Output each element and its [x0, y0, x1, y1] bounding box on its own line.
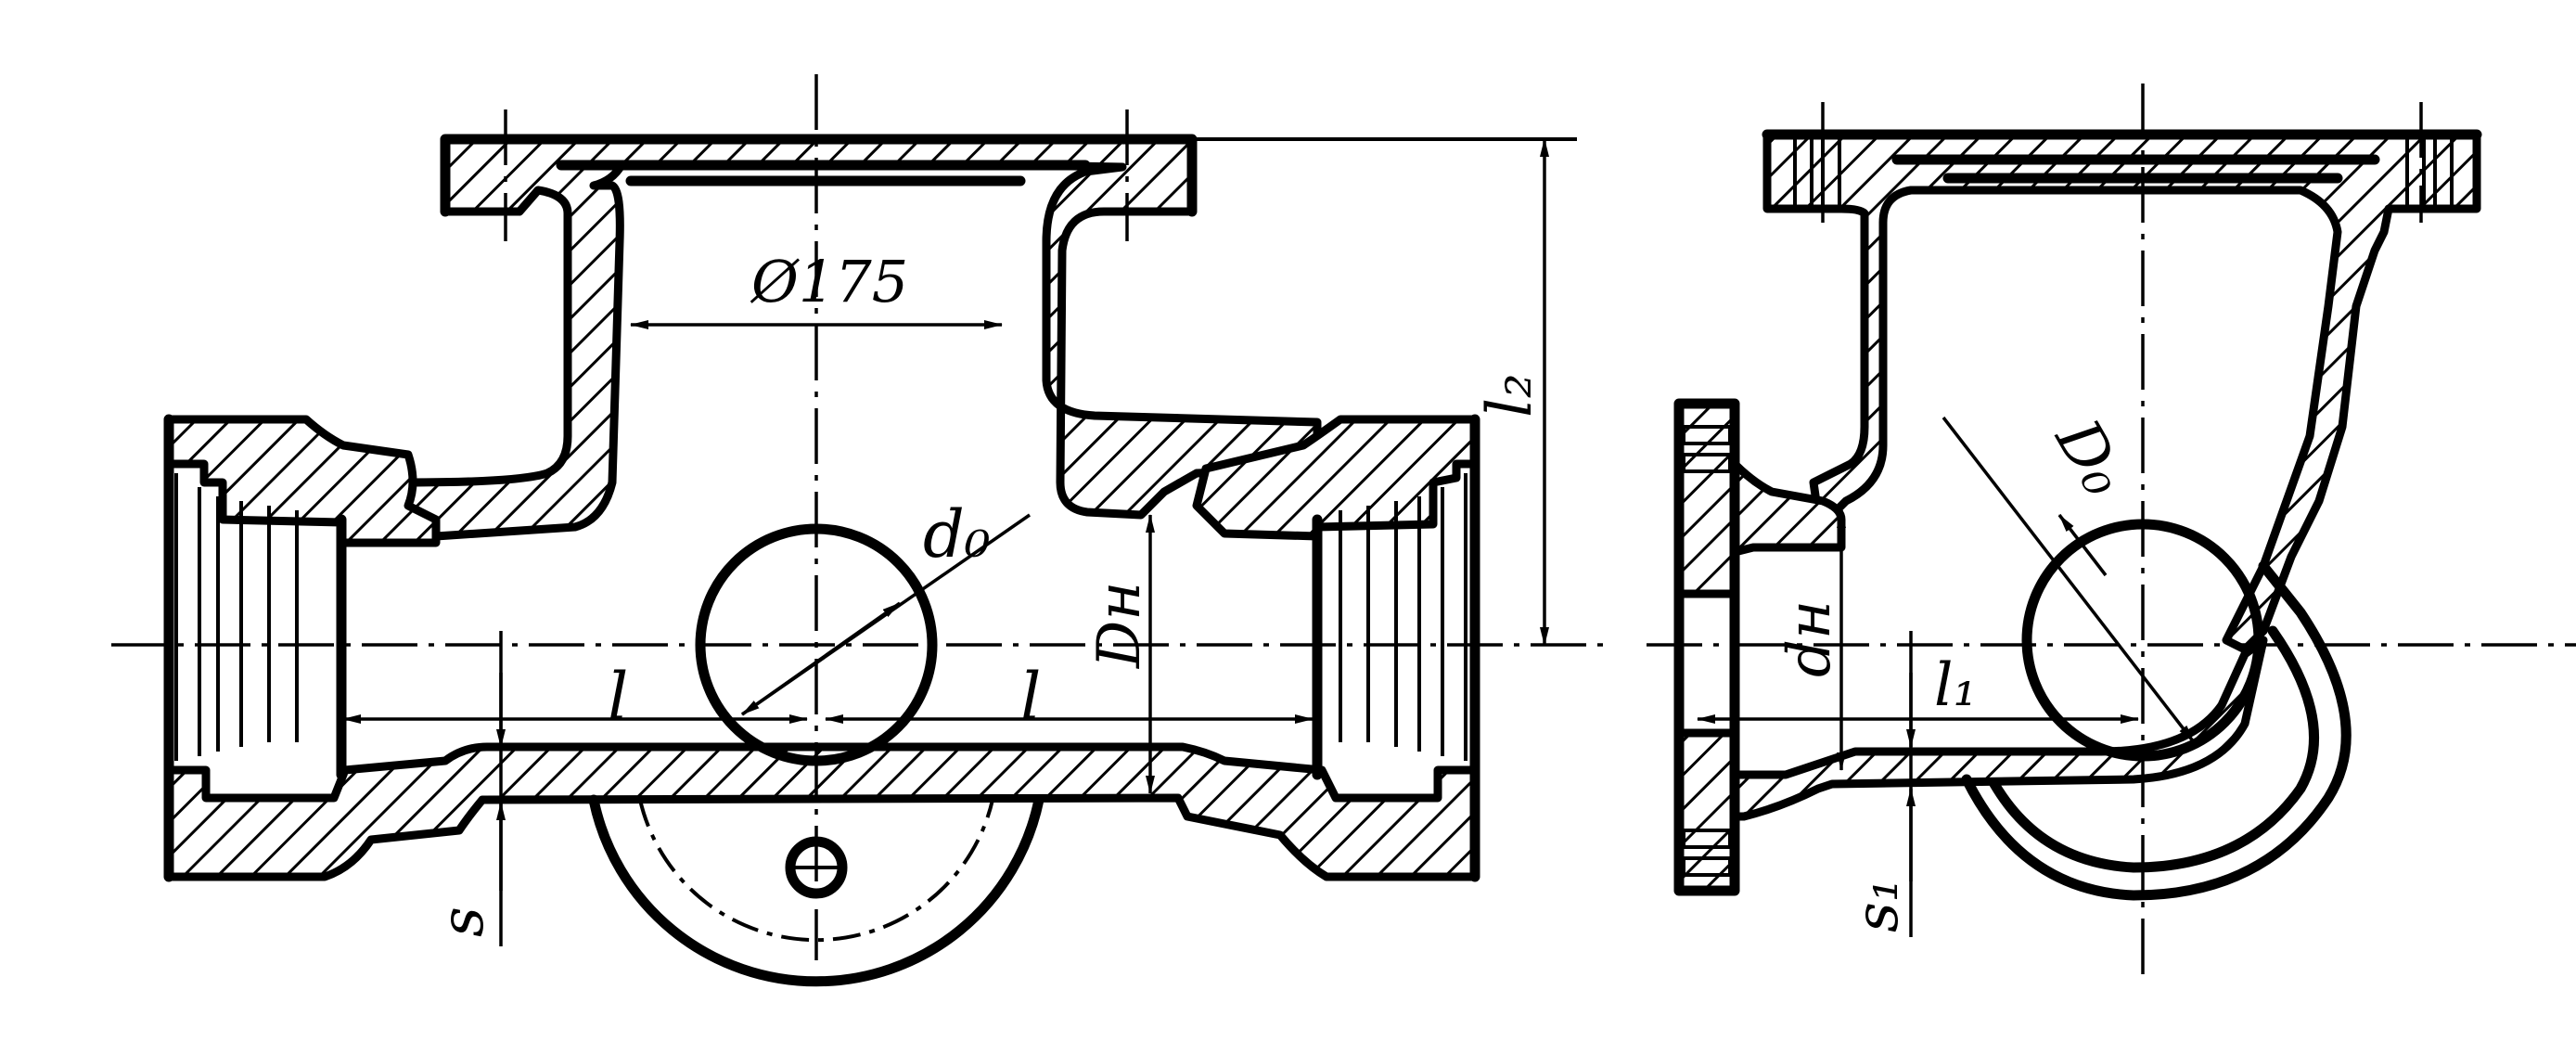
body-lower-wall — [164, 742, 1480, 881]
label-dh-right: dн — [1775, 600, 1844, 677]
label-l2: l₂ — [1474, 373, 1545, 418]
label-s1: s₁ — [1843, 879, 1912, 933]
elbow-bowl — [1961, 560, 2352, 901]
label-s: s — [429, 906, 497, 937]
label-D0: D₀ — [2042, 407, 2141, 508]
left-thread — [174, 473, 347, 780]
lower-flange-arc — [588, 794, 1044, 987]
label-diameter: Ø175 — [750, 248, 908, 315]
body-upper-wall — [164, 415, 441, 547]
label-l1: l₁ — [1934, 651, 1977, 720]
body-upper-wall-right — [1192, 415, 1480, 541]
elbow-bolt-slots — [1682, 135, 2454, 877]
label-l-left: l — [608, 659, 628, 735]
body-outline — [163, 134, 1480, 882]
elbow-lower-wall — [1674, 636, 2268, 895]
label-l-right: l — [1020, 659, 1041, 735]
elbow-left-wall — [1674, 399, 1846, 598]
elbow-fitting-section: D₀ dн l₁ s₁ — [1647, 84, 2576, 983]
top-flange — [404, 135, 1322, 541]
label-dh-left: Dн — [1085, 582, 1154, 669]
tee-fitting-section: Ø175 d₀ l l Dн s l₂ — [111, 74, 1605, 987]
dim-D0 — [1942, 416, 2196, 744]
elbow-top-flange — [1762, 130, 2481, 654]
right-thread — [1312, 473, 1467, 780]
label-d0: d₀ — [923, 496, 991, 572]
